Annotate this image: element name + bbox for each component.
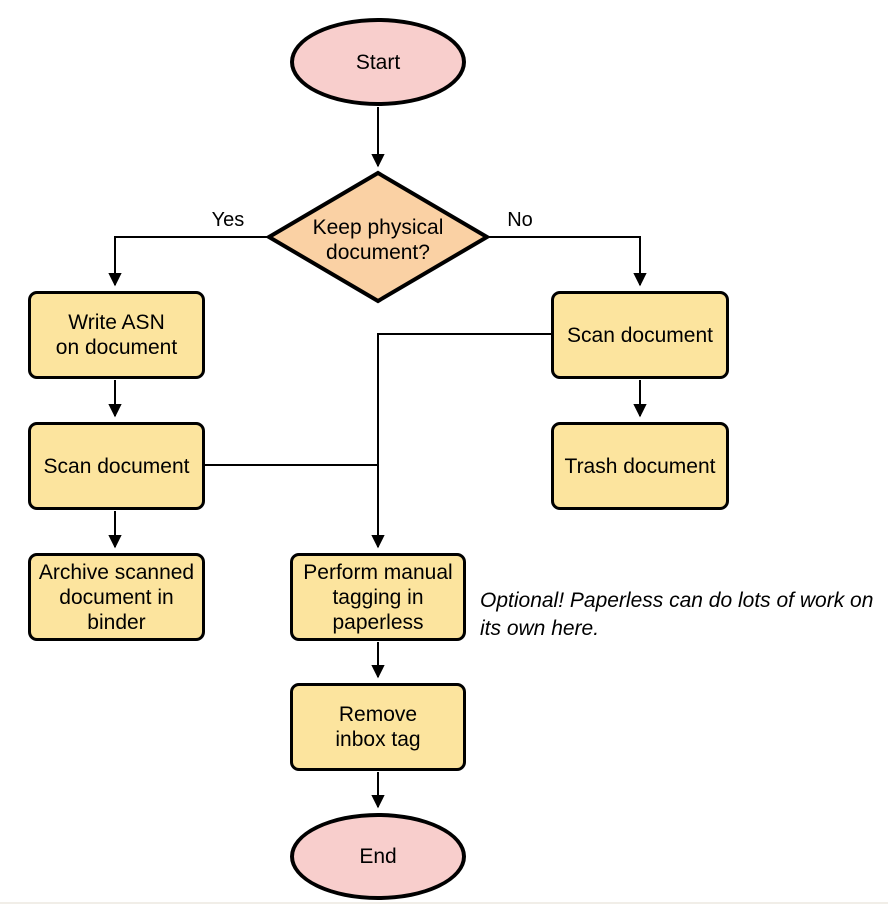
- node-decision-label: document?: [326, 241, 430, 264]
- node-archive-binder-label: Archive scanned: [38, 560, 195, 584]
- node-archive-binder-label: document in: [59, 585, 174, 609]
- node-manual-tagging: Perform manual tagging in paperless: [290, 553, 466, 641]
- node-scan-document-right: Scan document: [551, 291, 729, 379]
- optional-note-line: its own here.: [480, 617, 600, 640]
- node-scan-document-right-label: Scan document: [567, 323, 713, 347]
- node-remove-inbox-tag-label: Remove: [338, 703, 418, 726]
- page-bottom-divider: [0, 902, 888, 904]
- node-write-asn-label: on document: [55, 336, 178, 359]
- optional-note-line: Optional! Paperless can do lots of work …: [480, 589, 874, 612]
- node-manual-tagging-label: Perform manual: [303, 560, 453, 584]
- node-decision-label: Keep physical: [312, 216, 444, 239]
- node-remove-inbox-tag-label: inbox tag: [335, 728, 421, 751]
- node-manual-tagging-label: paperless: [332, 610, 424, 634]
- edge-decision-no: [488, 236, 647, 287]
- edge-scanright-to-tagging: [371, 333, 552, 549]
- node-write-asn: Write ASN on document: [28, 291, 205, 379]
- node-scan-document-left: Scan document: [28, 422, 205, 510]
- node-end: End: [290, 813, 466, 900]
- node-start: Start: [290, 18, 466, 106]
- node-end-label: End: [359, 845, 397, 868]
- node-write-asn-label: Write ASN: [68, 311, 165, 334]
- edge-decision-yes: [108, 236, 268, 287]
- node-start-label: Start: [355, 50, 401, 74]
- optional-note: Optional! Paperless can do lots of work …: [480, 587, 884, 643]
- node-decision: Keep physical document?: [268, 171, 488, 303]
- node-archive-binder-label: binder: [87, 610, 146, 634]
- decision-diamond-shape: [265, 170, 491, 304]
- edge-label-no: No: [507, 209, 533, 231]
- node-trash-document-label: Trash document: [564, 454, 716, 478]
- node-scan-document-left-label: Scan document: [43, 454, 190, 478]
- edge-label-yes: Yes: [211, 209, 245, 231]
- node-trash-document: Trash document: [551, 422, 729, 510]
- node-remove-inbox-tag: Remove inbox tag: [290, 683, 466, 771]
- node-manual-tagging-label: tagging in: [332, 585, 424, 609]
- node-archive-binder: Archive scanned document in binder: [28, 553, 205, 641]
